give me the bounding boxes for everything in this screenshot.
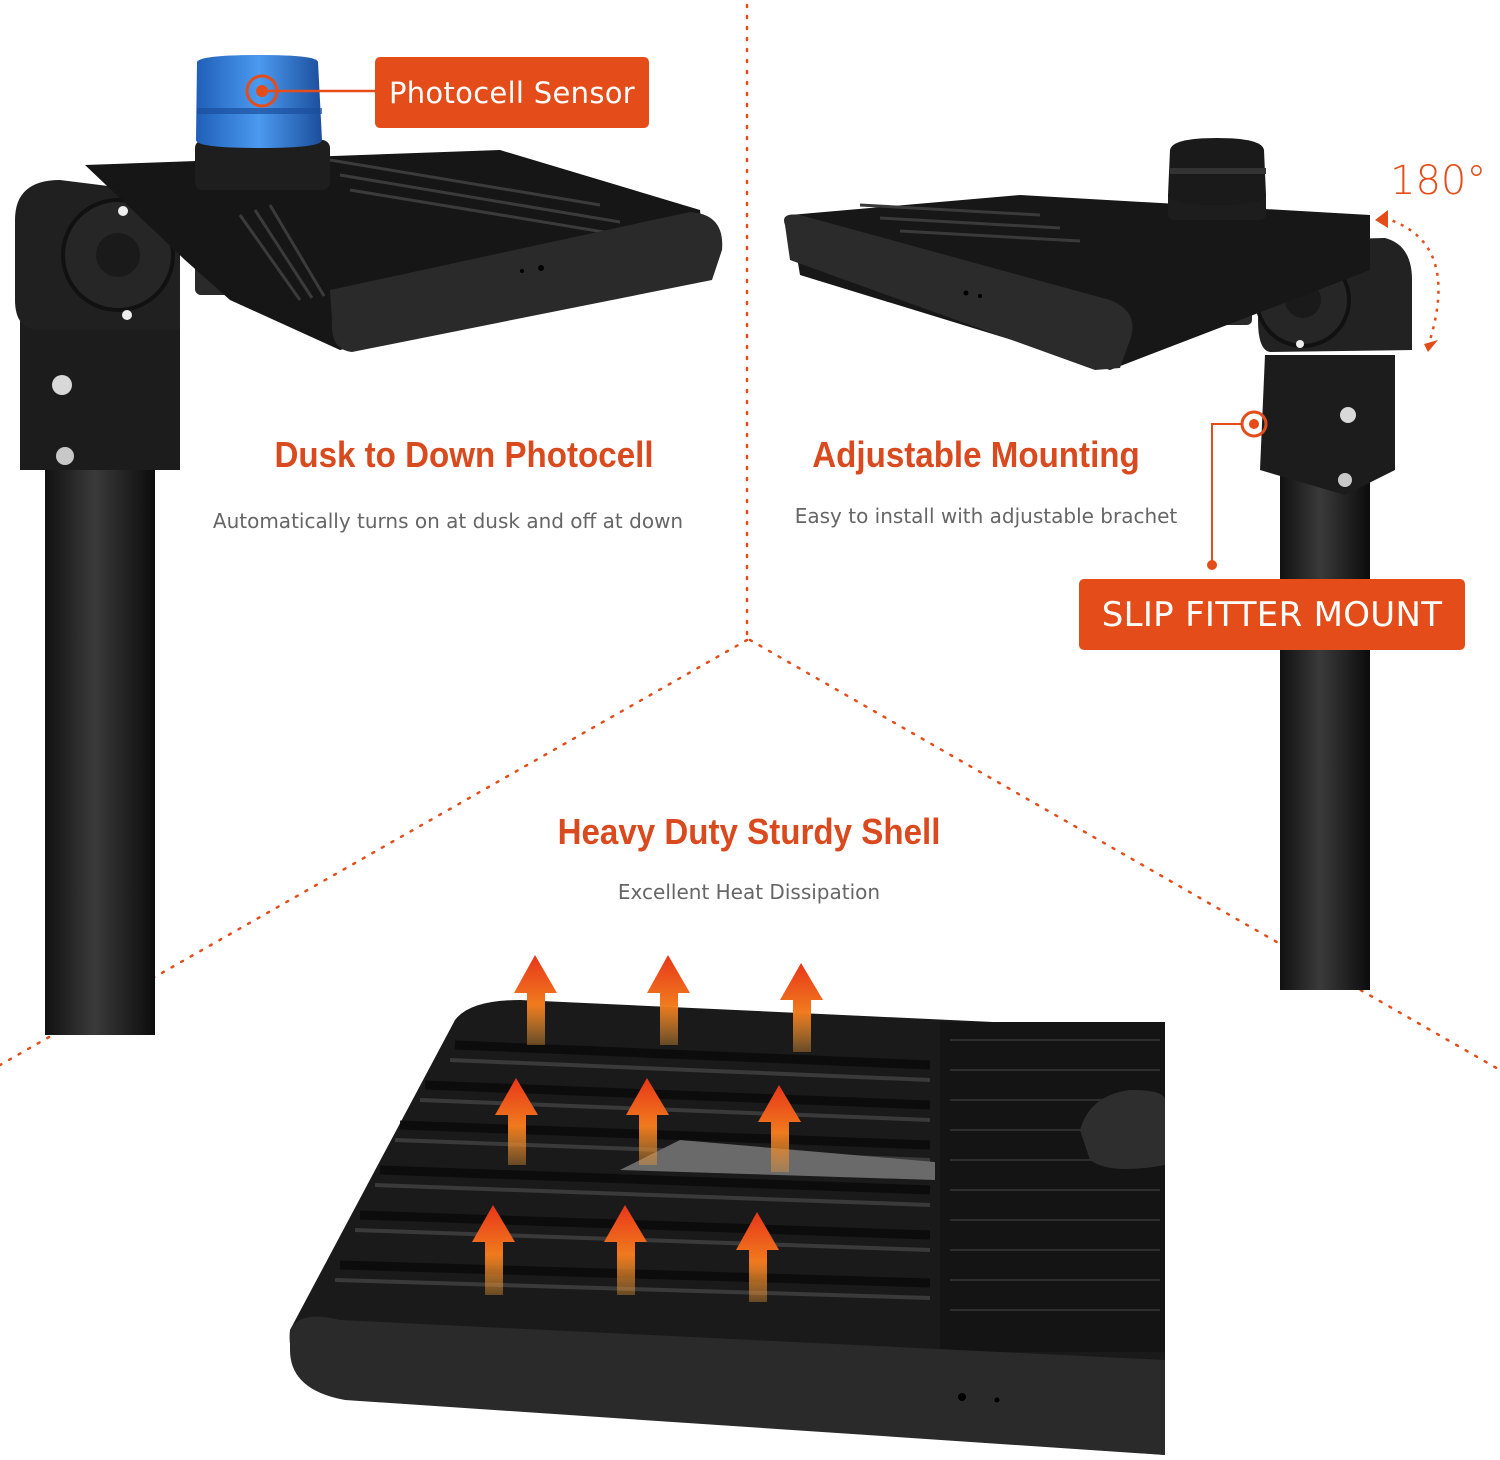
- feature-title-mounting: Adjustable Mounting: [812, 434, 1140, 475]
- feature-subtitle-shell: Excellent Heat Dissipation: [617, 880, 881, 904]
- heat-arrows-icon: [472, 955, 823, 1302]
- feature-subtitle-photocell: Automatically turns on at dusk and off a…: [212, 509, 684, 533]
- bottom-fixture: [289, 1000, 1165, 1455]
- rotation-arrow-icon: [1383, 216, 1440, 341]
- slip-fitter-pointer: [1207, 410, 1268, 570]
- feature-subtitle-mounting: Easy to install with adjustable brachet: [794, 504, 1178, 528]
- rotation-degree-label: 180°: [1390, 158, 1487, 204]
- right-fixture: [784, 138, 1412, 990]
- slip-fitter-mount-label: SLIP FITTER MOUNT: [1079, 579, 1465, 650]
- left-fixture: [15, 55, 723, 1035]
- feature-title-photocell: Dusk to Down Photocell: [274, 434, 654, 475]
- photocell-sensor-label: Photocell Sensor: [375, 57, 649, 128]
- feature-title-shell: Heavy Duty Sturdy Shell: [557, 811, 941, 852]
- photocell-pointer: [245, 74, 376, 108]
